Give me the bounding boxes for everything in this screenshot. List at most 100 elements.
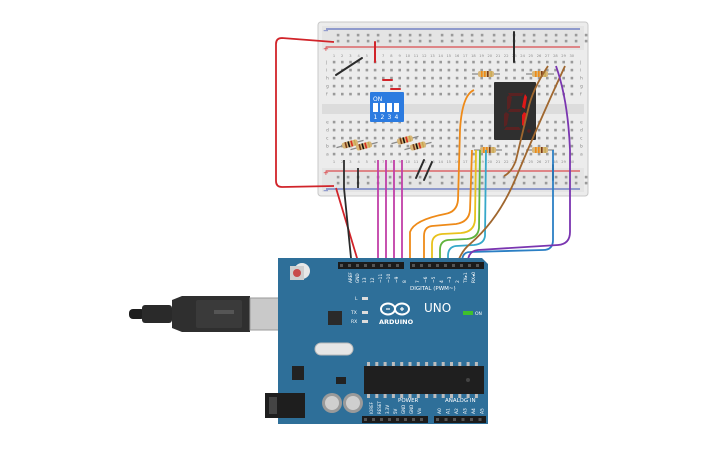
row-letter: c	[326, 137, 329, 142]
digital-pin-label: 7	[415, 280, 421, 283]
header-pin[interactable]	[372, 264, 375, 267]
on-label: ON	[475, 311, 482, 317]
rail-hole	[460, 33, 464, 37]
row-letter: i	[580, 68, 581, 74]
black-jumper-bottom-2[interactable]	[423, 161, 433, 181]
header-pin[interactable]	[436, 264, 439, 267]
resistor[interactable]	[472, 71, 500, 77]
breadboard-hole	[455, 84, 459, 88]
column-number: 29	[561, 54, 566, 58]
breadboard-hole	[480, 92, 483, 96]
header-pin[interactable]	[444, 418, 448, 421]
black-jumper[interactable]	[335, 57, 363, 76]
rail-hole	[460, 181, 464, 185]
column-number: 14	[438, 54, 443, 58]
header-pin[interactable]	[476, 264, 479, 267]
row-letter: a	[580, 153, 583, 158]
green-wire[interactable]	[439, 149, 481, 268]
breadboard-hole	[349, 120, 352, 124]
breadboard-hole	[382, 136, 385, 140]
row-letter: c	[580, 137, 583, 142]
header-pin[interactable]	[388, 264, 391, 267]
header-pin[interactable]	[364, 418, 367, 421]
rail-hole	[544, 181, 548, 185]
usb-cable[interactable]	[129, 296, 281, 332]
breadboard-hole	[414, 76, 418, 80]
breadboard-hole	[423, 152, 426, 156]
header-pin[interactable]	[404, 418, 407, 421]
black-jumper-bottom-1[interactable]	[415, 159, 425, 179]
rail-hole	[450, 33, 454, 37]
header-pin[interactable]	[444, 264, 447, 267]
header-pin[interactable]	[453, 418, 456, 421]
resistor[interactable]	[474, 147, 502, 153]
header-pin[interactable]	[356, 264, 359, 267]
resistor[interactable]	[350, 139, 379, 152]
reset-button[interactable]	[293, 269, 301, 277]
header-pin[interactable]	[348, 264, 351, 267]
orange-wire-pin8[interactable]	[409, 89, 475, 268]
resistor[interactable]	[391, 133, 420, 146]
breadboard-hole	[406, 76, 410, 80]
resistor[interactable]	[526, 147, 554, 153]
header-pin[interactable]	[470, 418, 473, 421]
header-pin[interactable]	[412, 418, 415, 421]
breadboard-hole	[373, 84, 377, 88]
resistor[interactable]	[336, 137, 365, 150]
power-pin-label: RESET	[377, 401, 382, 414]
dip-levers[interactable]	[373, 103, 399, 112]
digital-pin-label: TX▸1	[463, 272, 469, 284]
red-loop-wire[interactable]	[275, 37, 335, 188]
chip-leg	[391, 394, 395, 398]
header-pin[interactable]	[436, 418, 439, 421]
brown-wire-2[interactable]	[503, 65, 549, 177]
dip-switch[interactable]: ON 1 2 3 4	[370, 92, 404, 122]
header-pin[interactable]	[364, 264, 367, 267]
black-ground-wire[interactable]	[343, 160, 353, 269]
header-pin[interactable]	[478, 418, 482, 421]
header-pin[interactable]	[380, 264, 383, 267]
header-pin[interactable]	[380, 418, 383, 421]
header-pin[interactable]	[428, 264, 431, 267]
breadboard-hole	[570, 152, 574, 156]
resistor[interactable]	[404, 139, 433, 152]
breadboard-hole	[472, 60, 475, 64]
column-number: 9	[398, 54, 401, 58]
breadboard-hole	[488, 76, 492, 80]
breadboard-hole	[439, 144, 442, 148]
header-pin[interactable]	[420, 264, 423, 267]
cyan-wire[interactable]	[447, 149, 487, 268]
header-pin[interactable]	[468, 264, 471, 267]
breadboard-hole	[488, 128, 492, 132]
rail-hole	[440, 39, 444, 43]
header-pin[interactable]	[420, 418, 423, 421]
header-pin[interactable]	[461, 418, 465, 421]
header-pin[interactable]	[340, 264, 343, 267]
chip-leg	[400, 394, 404, 398]
header-pin[interactable]	[452, 264, 455, 267]
yellow-wire[interactable]	[431, 149, 477, 268]
header-pin[interactable]	[396, 418, 399, 421]
orange-wire-pin7[interactable]	[423, 149, 473, 268]
seven-segment-display[interactable]	[494, 82, 536, 140]
breadboard-hole	[423, 120, 426, 124]
breadboard-hole	[341, 152, 344, 156]
rail-hole	[492, 33, 496, 37]
analog-pin-label: A2	[454, 408, 460, 414]
header-pin[interactable]	[388, 418, 391, 421]
breadboard-hole	[570, 76, 574, 80]
analog-pin-label: A4	[471, 408, 477, 414]
header-pin[interactable]	[412, 264, 415, 267]
purple-wire[interactable]	[467, 65, 571, 268]
breadboard-hole	[521, 152, 524, 156]
digital-pin-label: 12	[370, 277, 376, 283]
breadboard-hole	[472, 76, 475, 80]
rail-hole	[346, 33, 350, 37]
blue-wire[interactable]	[461, 150, 554, 268]
header-pin[interactable]	[460, 264, 463, 267]
brown-wire[interactable]	[455, 65, 566, 269]
column-number: 15	[447, 160, 452, 164]
header-pin[interactable]	[396, 264, 399, 267]
header-pin[interactable]	[372, 418, 375, 421]
